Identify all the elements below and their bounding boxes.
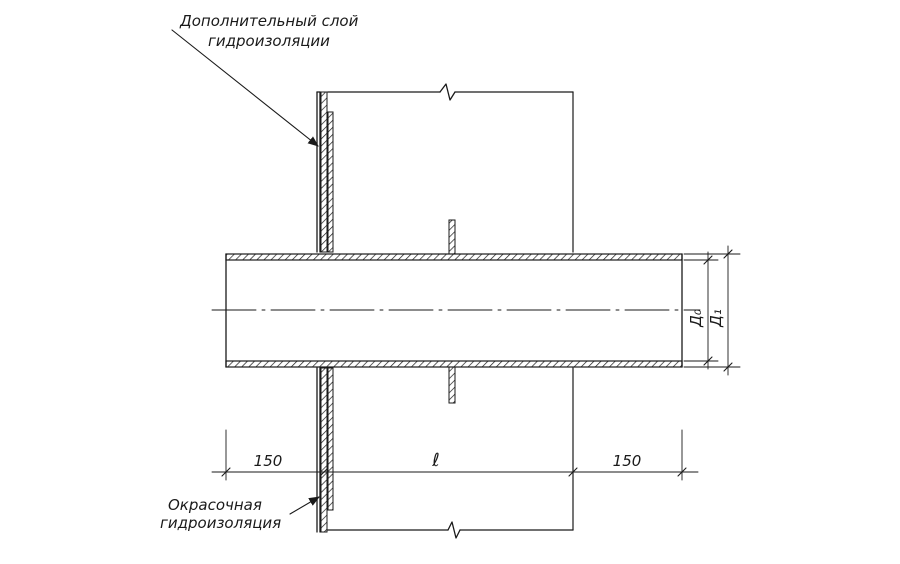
extra-waterproofing-layer: [320, 91, 328, 533]
paint-label-line2: гидроизоляция: [160, 514, 281, 532]
extra-layer-leader: [171, 29, 319, 147]
wall-outline: [327, 83, 574, 539]
paint-label-line1: Окрасочная: [168, 496, 262, 514]
sleeve-pipe: [225, 253, 683, 368]
sealing-rib: [448, 219, 456, 404]
paint-layer-leader: [289, 496, 320, 515]
length-dimension-line: [211, 429, 699, 481]
extra-layer-label-line1: Дополнительный слой: [179, 12, 359, 30]
paint-waterproofing-layer: [316, 91, 321, 533]
d0-label: Д₀: [687, 309, 705, 328]
dim-length-l: ℓ: [431, 450, 439, 471]
d1-label: Д₁: [707, 309, 725, 328]
extra-layer-label-line2: гидроизоляции: [208, 32, 330, 50]
dim-left-150: 150: [254, 452, 283, 470]
clamping-flange: [327, 111, 334, 511]
dim-right-150: 150: [613, 452, 642, 470]
diameter-dimensions: [683, 245, 741, 376]
